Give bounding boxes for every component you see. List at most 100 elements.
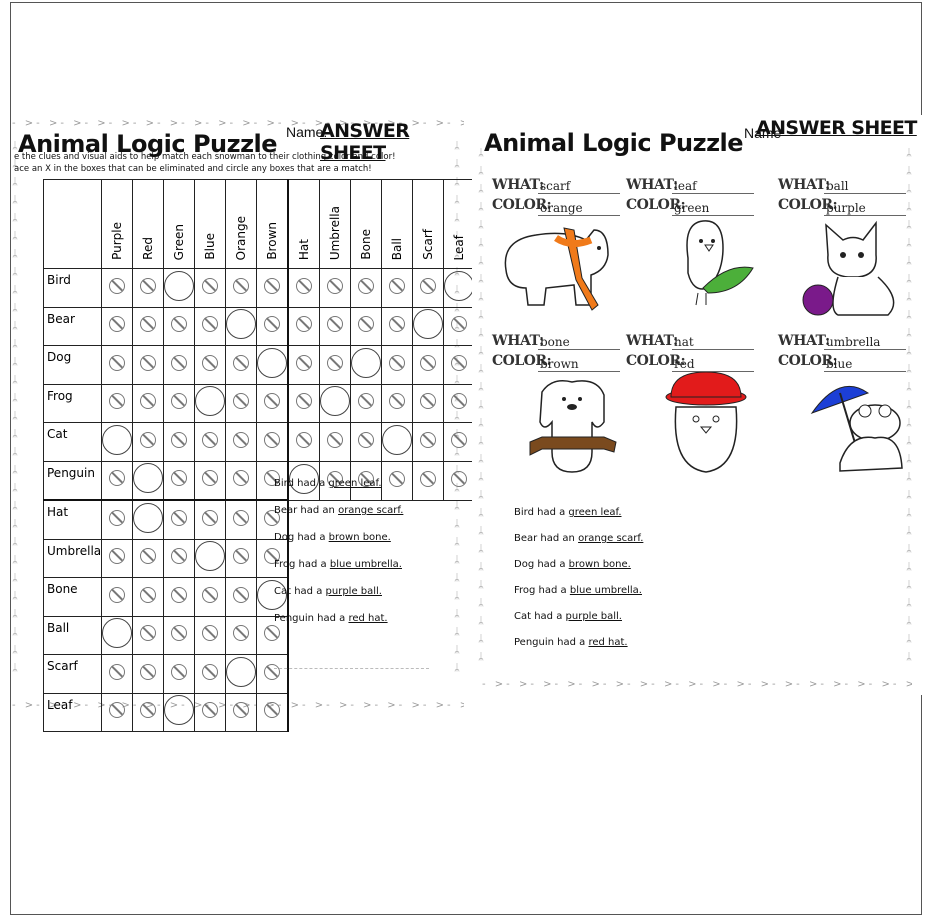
grid-cell[interactable] <box>256 383 289 423</box>
grid-cell[interactable] <box>101 306 134 346</box>
grid-cell[interactable] <box>101 654 134 694</box>
grid-cell[interactable] <box>287 306 321 346</box>
grid-cell[interactable] <box>287 422 321 462</box>
grid-cell[interactable] <box>256 499 289 540</box>
eliminated-mark[interactable] <box>171 663 188 680</box>
eliminated-mark[interactable] <box>140 625 157 642</box>
grid-cell[interactable] <box>443 306 476 346</box>
grid-cell[interactable] <box>443 460 476 501</box>
grid-cell[interactable] <box>350 460 383 501</box>
grid-cell[interactable] <box>350 383 383 423</box>
eliminated-mark[interactable] <box>202 431 219 448</box>
eliminated-mark[interactable] <box>296 354 313 371</box>
eliminated-mark[interactable] <box>171 470 188 487</box>
eliminated-mark[interactable] <box>202 354 219 371</box>
match-circle[interactable] <box>226 656 257 687</box>
grid-cell[interactable] <box>163 460 196 501</box>
grid-cell[interactable] <box>256 345 289 385</box>
eliminated-mark[interactable] <box>327 354 344 371</box>
eliminated-mark[interactable] <box>264 548 281 565</box>
grid-cell[interactable] <box>319 383 352 423</box>
grid-cell[interactable] <box>256 460 289 501</box>
eliminated-mark[interactable] <box>264 277 281 294</box>
grid-cell[interactable] <box>132 306 165 346</box>
eliminated-mark[interactable] <box>109 470 126 487</box>
eliminated-mark[interactable] <box>327 470 344 487</box>
eliminated-mark[interactable] <box>109 277 126 294</box>
grid-cell[interactable] <box>194 499 227 540</box>
grid-cell[interactable] <box>381 460 414 501</box>
eliminated-mark[interactable] <box>202 625 219 642</box>
grid-cell[interactable] <box>132 692 165 732</box>
match-circle[interactable] <box>195 386 226 417</box>
eliminated-mark[interactable] <box>264 625 281 642</box>
eliminated-mark[interactable] <box>109 702 126 719</box>
grid-cell[interactable] <box>163 268 196 308</box>
eliminated-mark[interactable] <box>233 625 250 642</box>
eliminated-mark[interactable] <box>451 431 468 448</box>
eliminated-mark[interactable] <box>171 548 188 565</box>
eliminated-mark[interactable] <box>233 548 250 565</box>
eliminated-mark[interactable] <box>233 354 250 371</box>
grid-cell[interactable] <box>381 306 414 346</box>
grid-cell[interactable] <box>381 345 414 385</box>
grid-cell[interactable] <box>163 345 196 385</box>
eliminated-mark[interactable] <box>451 393 468 410</box>
match-circle[interactable] <box>444 270 475 301</box>
eliminated-mark[interactable] <box>109 509 126 526</box>
eliminated-mark[interactable] <box>202 702 219 719</box>
eliminated-mark[interactable] <box>140 431 157 448</box>
eliminated-mark[interactable] <box>171 354 188 371</box>
grid-cell[interactable] <box>101 460 134 501</box>
eliminated-mark[interactable] <box>327 277 344 294</box>
match-circle[interactable] <box>351 347 382 378</box>
grid-cell[interactable] <box>225 306 258 346</box>
grid-cell[interactable] <box>443 268 476 308</box>
match-circle[interactable] <box>226 309 257 340</box>
grid-cell[interactable] <box>412 306 445 346</box>
grid-cell[interactable] <box>412 383 445 423</box>
grid-cell[interactable] <box>194 615 227 655</box>
eliminated-mark[interactable] <box>264 431 281 448</box>
match-circle[interactable] <box>195 541 226 572</box>
grid-cell[interactable] <box>225 654 258 694</box>
eliminated-mark[interactable] <box>202 509 219 526</box>
grid-cell[interactable] <box>256 422 289 462</box>
eliminated-mark[interactable] <box>420 431 437 448</box>
eliminated-mark[interactable] <box>140 548 157 565</box>
grid-cell[interactable] <box>412 268 445 308</box>
grid-cell[interactable] <box>163 306 196 346</box>
eliminated-mark[interactable] <box>233 702 250 719</box>
grid-cell[interactable] <box>225 577 258 617</box>
eliminated-mark[interactable] <box>358 431 375 448</box>
eliminated-mark[interactable] <box>233 509 250 526</box>
grid-cell[interactable] <box>194 383 227 423</box>
grid-cell[interactable] <box>194 692 227 732</box>
grid-cell[interactable] <box>381 422 414 462</box>
eliminated-mark[interactable] <box>233 277 250 294</box>
match-circle[interactable] <box>382 424 413 455</box>
eliminated-mark[interactable] <box>358 316 375 333</box>
match-circle[interactable] <box>133 502 164 533</box>
match-circle[interactable] <box>102 424 133 455</box>
eliminated-mark[interactable] <box>202 586 219 603</box>
grid-cell[interactable] <box>194 577 227 617</box>
grid-cell[interactable] <box>225 268 258 308</box>
grid-cell[interactable] <box>319 460 352 501</box>
grid-cell[interactable] <box>256 268 289 308</box>
grid-cell[interactable] <box>194 306 227 346</box>
eliminated-mark[interactable] <box>171 625 188 642</box>
eliminated-mark[interactable] <box>296 393 313 410</box>
eliminated-mark[interactable] <box>202 277 219 294</box>
match-circle[interactable] <box>257 347 288 378</box>
grid-cell[interactable] <box>412 422 445 462</box>
grid-cell[interactable] <box>381 383 414 423</box>
eliminated-mark[interactable] <box>451 316 468 333</box>
grid-cell[interactable] <box>287 268 321 308</box>
grid-cell[interactable] <box>225 460 258 501</box>
grid-cell[interactable] <box>412 345 445 385</box>
eliminated-mark[interactable] <box>140 316 157 333</box>
grid-cell[interactable] <box>225 345 258 385</box>
grid-cell[interactable] <box>163 383 196 423</box>
eliminated-mark[interactable] <box>140 393 157 410</box>
